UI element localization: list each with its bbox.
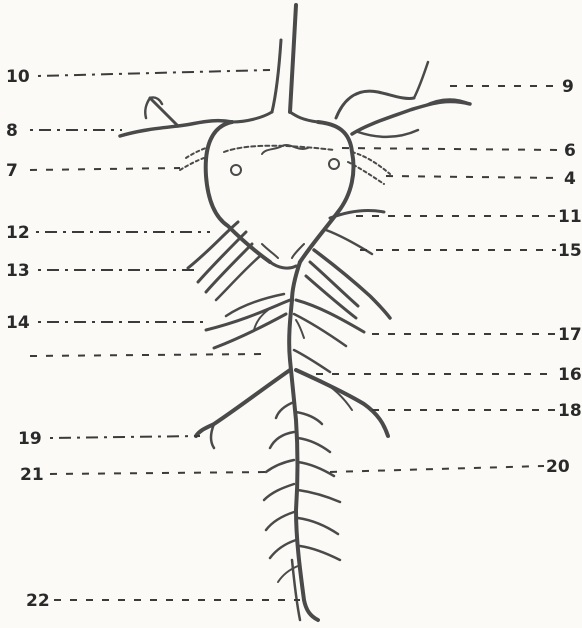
leader-4 bbox=[386, 176, 560, 178]
label-16: 16 bbox=[558, 365, 582, 385]
labels: 10 8 7 12 13 14 19 21 22 9 6 4 11 15 17 … bbox=[6, 67, 582, 611]
right-lower-branch bbox=[296, 370, 388, 436]
anterior-cerebral-artery bbox=[290, 5, 296, 112]
label-10: 10 bbox=[6, 67, 30, 87]
label-8: 8 bbox=[6, 121, 18, 141]
label-20: 20 bbox=[546, 457, 570, 477]
leader-7 bbox=[30, 168, 180, 170]
label-14: 14 bbox=[6, 313, 30, 333]
leader-10 bbox=[38, 70, 270, 76]
label-19: 19 bbox=[18, 429, 42, 449]
leader-unlabeled bbox=[30, 354, 262, 356]
label-4: 4 bbox=[564, 169, 576, 189]
label-11: 11 bbox=[558, 207, 582, 227]
leader-19 bbox=[50, 436, 200, 438]
label-22: 22 bbox=[26, 591, 50, 611]
label-17: 17 bbox=[558, 325, 582, 345]
label-15: 15 bbox=[558, 241, 582, 261]
label-7: 7 bbox=[6, 161, 18, 181]
label-13: 13 bbox=[6, 261, 30, 281]
label-18: 18 bbox=[558, 401, 582, 421]
label-9: 9 bbox=[562, 77, 574, 97]
leader-6 bbox=[342, 148, 560, 150]
leader-20 bbox=[330, 466, 544, 472]
label-21: 21 bbox=[20, 465, 44, 485]
label-12: 12 bbox=[6, 223, 30, 243]
anterior-branch bbox=[272, 40, 281, 112]
leader-21 bbox=[50, 472, 270, 474]
right-middle-cerebral-artery bbox=[352, 102, 470, 134]
left-lower-branch bbox=[196, 370, 290, 436]
label-6: 6 bbox=[564, 141, 576, 161]
artery-network bbox=[120, 5, 470, 620]
right-circle-wall bbox=[300, 122, 353, 262]
